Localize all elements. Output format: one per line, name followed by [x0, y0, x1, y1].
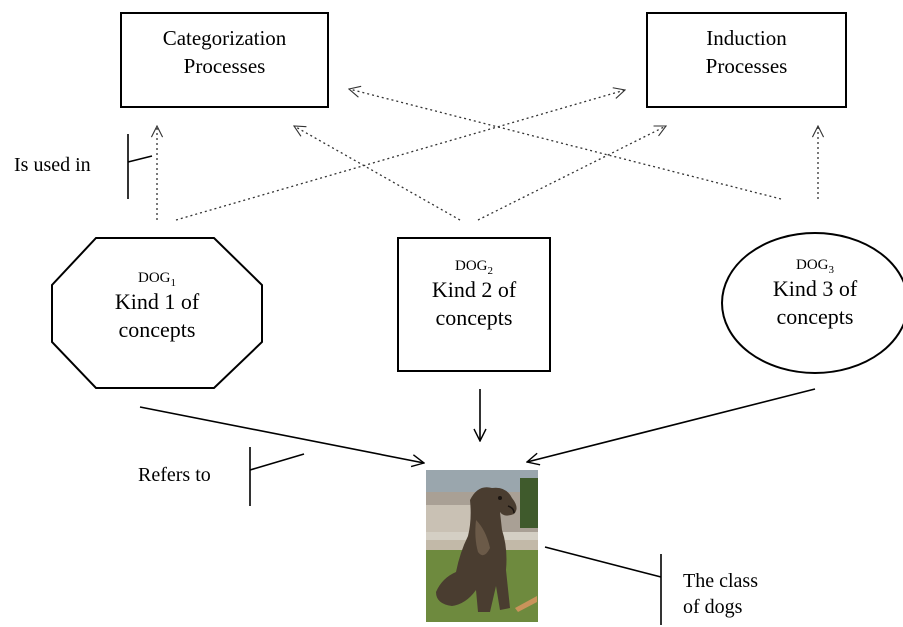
- categorization-line2: Processes: [183, 54, 266, 78]
- is-used-in-tick: [127, 155, 153, 163]
- refers-to-tick: [249, 453, 305, 471]
- concept-dog1: DOG1 Kind 1 of concepts: [62, 268, 252, 344]
- concept-dog1-line2: concepts: [118, 317, 196, 342]
- concept-dog3-line1: Kind 3 of: [772, 276, 858, 301]
- concept-dog3-line2: concepts: [776, 304, 854, 329]
- categorization-line1: Categorization: [162, 26, 287, 50]
- dotted-arrow-dog1-induction: [175, 90, 625, 221]
- class-line2: of dogs: [683, 596, 743, 618]
- concept-dog2: DOG2 Kind 2 of concepts: [398, 256, 550, 332]
- dotted-arrow-dog3-categorization: [349, 89, 782, 200]
- induction-label: Induction Processes: [647, 24, 846, 80]
- categorization-label: Categorization Processes: [121, 24, 328, 80]
- concept-dog2-line1: Kind 2 of: [431, 277, 517, 302]
- concept-dog3-name: DOG3: [796, 257, 834, 276]
- class-of-dogs-label: The class of dogs: [683, 568, 758, 620]
- concept-ellipse: [721, 232, 903, 374]
- induction-box: [646, 12, 847, 108]
- solid-arrow-dog1-dogs: [139, 406, 424, 463]
- class-line1: The class: [683, 570, 758, 592]
- refers-to-label: Refers to: [138, 464, 211, 486]
- dotted-arrow-dog2-induction: [477, 125, 666, 221]
- solid-arrow-dog3-dogs: [527, 388, 816, 462]
- concept-dog2-name: DOG2: [455, 258, 493, 277]
- dog-photo: [426, 470, 538, 622]
- concept-dog1-line1: Kind 1 of: [114, 289, 200, 314]
- concept-rectangle: [397, 237, 551, 372]
- categorization-box: [120, 12, 329, 108]
- concept-octagon: [51, 237, 263, 389]
- class-tick: [544, 546, 662, 578]
- concept-dog3: DOG3 Kind 3 of concepts: [722, 255, 903, 331]
- induction-line1: Induction: [706, 26, 787, 50]
- concept-dog2-line2: concepts: [435, 305, 513, 330]
- concept-dog1-name: DOG1: [138, 270, 176, 289]
- induction-line2: Processes: [705, 54, 788, 78]
- dotted-arrow-dog2-categorization: [294, 126, 461, 221]
- is-used-in-label: Is used in: [14, 154, 91, 176]
